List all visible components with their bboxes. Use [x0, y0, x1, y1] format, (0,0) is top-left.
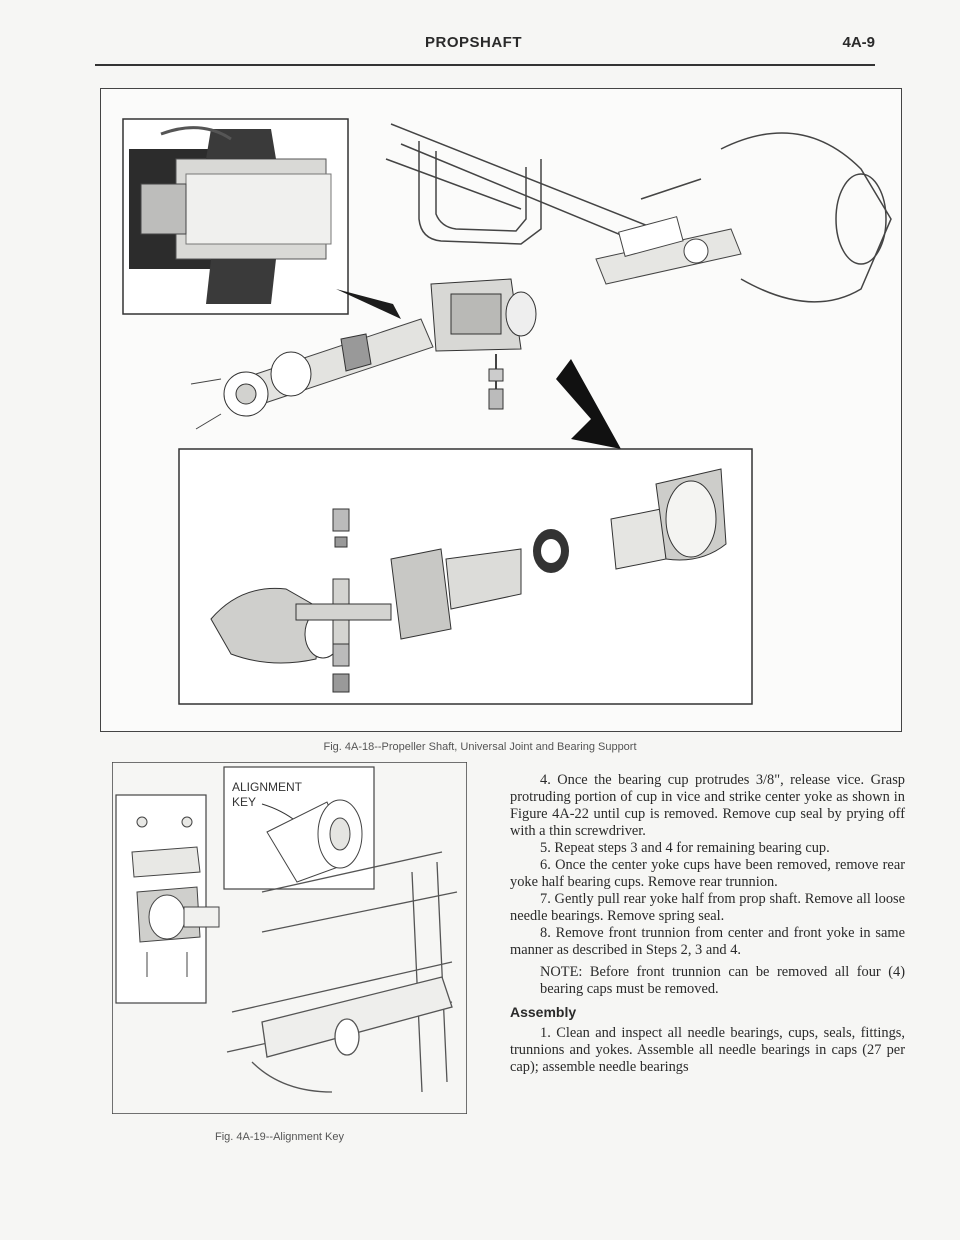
alignment-key-caption: Fig. 4A-19--Alignment Key — [215, 1131, 344, 1143]
step-6: 6. Once the center yoke cups have been r… — [510, 857, 905, 890]
step-7: 7. Gently pull rear yoke half from prop … — [510, 891, 905, 924]
assembly-heading: Assembly — [510, 1004, 577, 1020]
callout-key: KEY — [232, 795, 256, 809]
alignment-key-figure: ALIGNMENT KEY — [112, 762, 467, 1114]
rear-propeller-shaft — [595, 216, 742, 285]
frame-crossmember — [385, 123, 692, 265]
center-bearing-support — [430, 278, 537, 410]
assembly-step-1: 1. Clean and inspect all needle bearings… — [510, 1025, 905, 1075]
arrow-to-exploded-view — [556, 359, 621, 449]
front-propeller-shaft — [190, 318, 434, 430]
propshaft-illustration — [122, 118, 892, 705]
step-8: 8. Remove front trunnion from center and… — [510, 925, 905, 958]
main-figure-caption: Fig. 4A-18--Propeller Shaft, Universal J… — [323, 741, 637, 753]
page-number: 4A-9 — [842, 34, 875, 51]
exploded-view-inset — [178, 448, 753, 705]
bearing-cutaway-inset — [122, 118, 349, 315]
main-figure — [100, 88, 902, 732]
step-4: 4. Once the bearing cup protrudes 3/8", … — [510, 772, 905, 839]
vehicle-frame-detail — [226, 851, 458, 1093]
page-title: PROPSHAFT — [425, 34, 523, 51]
note: NOTE: Before front trunnion can be remov… — [540, 964, 905, 997]
alignment-key-illustration: ALIGNMENT KEY — [112, 762, 467, 1114]
rear-axle-housing — [640, 132, 892, 303]
page-header: PROPSHAFT 4A-9 — [95, 28, 875, 66]
step-5: 5. Repeat steps 3 and 4 for remaining be… — [540, 840, 830, 856]
bearing-support-detail — [131, 816, 220, 977]
splined-shaft-detail — [266, 799, 363, 883]
callout-alignment: ALIGNMENT — [232, 780, 303, 794]
arrow-to-inset — [336, 289, 401, 319]
procedure-text: 4. Once the bearing cup protrudes 3/8", … — [510, 772, 905, 1076]
